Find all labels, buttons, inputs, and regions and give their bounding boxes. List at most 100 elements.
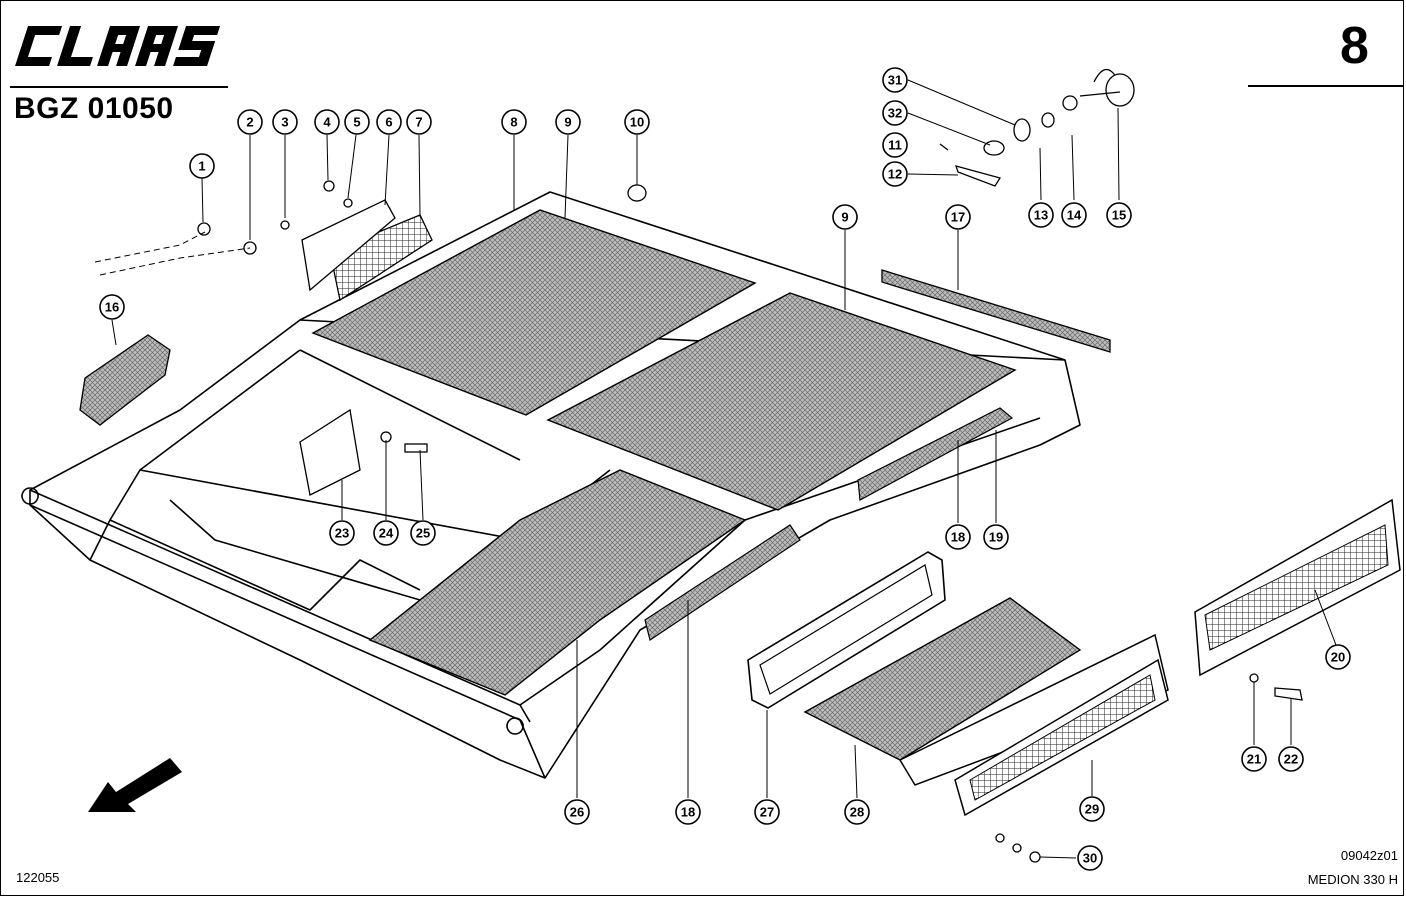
svg-text:13: 13 <box>1034 208 1048 223</box>
svg-text:32: 32 <box>888 106 902 121</box>
cable-dashed <box>94 231 251 276</box>
svg-text:18: 18 <box>681 805 695 820</box>
svg-text:16: 16 <box>105 300 119 315</box>
svg-text:10: 10 <box>630 115 644 130</box>
svg-text:7: 7 <box>415 115 422 130</box>
svg-text:8: 8 <box>510 115 517 130</box>
callout-7: 7 <box>406 109 432 135</box>
callout-25: 25 <box>410 520 436 546</box>
svg-text:21: 21 <box>1247 752 1261 767</box>
svg-text:31: 31 <box>888 73 902 88</box>
header-rule-left <box>10 86 228 88</box>
svg-text:4: 4 <box>323 115 331 130</box>
frame-27 <box>747 551 946 709</box>
plate-16 <box>79 334 171 426</box>
callout-23: 23 <box>329 520 355 546</box>
svg-text:28: 28 <box>850 805 864 820</box>
callout-21: 21 <box>1241 746 1267 772</box>
svg-text:22: 22 <box>1284 752 1298 767</box>
page-number: 8 <box>1340 17 1369 75</box>
svg-text:15: 15 <box>1112 208 1126 223</box>
callout-4: 4 <box>314 109 340 135</box>
drawing-ref-right: 09042z01 <box>1340 848 1398 863</box>
callout-28: 28 <box>844 799 870 825</box>
side-slot-upper <box>857 407 1014 501</box>
callout-14: 14 <box>1061 202 1087 228</box>
callout-9-right: 9 <box>832 204 858 230</box>
svg-text:29: 29 <box>1085 802 1099 817</box>
callout-18-right: 18 <box>945 524 971 550</box>
callout-2: 2 <box>237 109 263 135</box>
roof-panel-front <box>311 209 757 416</box>
grille-29-mesh <box>969 674 1156 801</box>
svg-text:17: 17 <box>951 210 965 225</box>
roof-panel-curved <box>368 469 747 696</box>
callout-26: 26 <box>564 799 590 825</box>
callout-15: 15 <box>1106 202 1132 228</box>
callout-leaders <box>111 79 1292 859</box>
model-name: MEDION 330 H <box>1307 872 1398 887</box>
bracket-23 <box>299 408 361 496</box>
callout-12: 12 <box>882 161 908 187</box>
callout-8: 8 <box>501 109 527 135</box>
drawing-ref-left: 122055 <box>16 870 60 885</box>
svg-text:2: 2 <box>246 115 253 130</box>
svg-text:5: 5 <box>353 115 360 130</box>
callout-bubbles: 1 2 3 4 5 6 7 8 9 9 10 11 12 13 14 15 16… <box>99 67 1351 871</box>
direction-arrow-icon <box>88 758 182 812</box>
callout-3: 3 <box>272 109 298 135</box>
hardware-parts <box>197 68 1303 863</box>
drawing-code: BGZ 01050 <box>14 92 174 125</box>
svg-text:6: 6 <box>385 115 392 130</box>
callout-10: 10 <box>624 109 650 135</box>
svg-text:12: 12 <box>888 167 902 182</box>
callout-17: 17 <box>945 204 971 230</box>
svg-text:25: 25 <box>416 526 430 541</box>
svg-text:23: 23 <box>335 526 349 541</box>
callout-22: 22 <box>1278 746 1304 772</box>
duct-28-front <box>898 633 1169 786</box>
svg-text:14: 14 <box>1067 208 1082 223</box>
svg-text:9: 9 <box>564 115 571 130</box>
callout-1: 1 <box>189 153 215 179</box>
filter-grid <box>329 214 433 302</box>
filter-frame <box>301 199 396 292</box>
callout-20: 20 <box>1325 644 1351 670</box>
claas-logo <box>12 20 237 77</box>
svg-text:9: 9 <box>841 210 848 225</box>
svg-text:27: 27 <box>760 805 774 820</box>
callout-19: 19 <box>983 524 1009 550</box>
strip-17 <box>881 269 1111 353</box>
callout-30: 30 <box>1077 845 1103 871</box>
leader-line <box>1314 589 1337 646</box>
callout-5: 5 <box>344 109 370 135</box>
callout-13: 13 <box>1028 202 1054 228</box>
grille-20-mesh <box>1204 524 1389 651</box>
roof-panel-rear <box>546 292 1017 511</box>
svg-text:1: 1 <box>198 159 205 174</box>
frame-27-inner <box>759 564 933 695</box>
duct-28 <box>803 597 1082 761</box>
callout-11: 11 <box>882 132 908 158</box>
svg-text:20: 20 <box>1331 650 1345 665</box>
header-rule-right <box>1248 85 1404 87</box>
svg-text:11: 11 <box>888 138 902 153</box>
callout-32: 32 <box>882 100 908 126</box>
svg-text:3: 3 <box>281 115 288 130</box>
side-slot-lower <box>644 524 801 641</box>
svg-text:26: 26 <box>570 805 584 820</box>
svg-text:18: 18 <box>951 530 965 545</box>
callout-6: 6 <box>376 109 402 135</box>
svg-text:30: 30 <box>1083 851 1097 866</box>
callout-18-bottom: 18 <box>675 799 701 825</box>
callout-31: 31 <box>882 67 908 93</box>
callout-9-top: 9 <box>555 109 581 135</box>
callout-27: 27 <box>754 799 780 825</box>
callout-29: 29 <box>1079 796 1105 822</box>
callout-16: 16 <box>99 294 125 320</box>
svg-text:24: 24 <box>379 526 394 541</box>
callout-24: 24 <box>373 520 399 546</box>
svg-text:19: 19 <box>989 530 1003 545</box>
